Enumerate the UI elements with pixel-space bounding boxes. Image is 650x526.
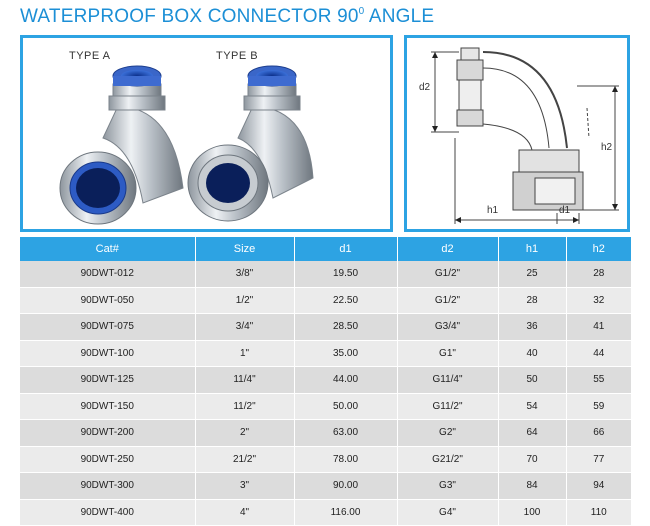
cell-d1: 63.00	[294, 419, 398, 447]
table-row: 90DWT-150 11/2" 50.00 G11/2" 54 59	[20, 393, 631, 420]
cell-cat: 90DWT-012	[20, 261, 196, 288]
cell-d1: 116.00	[294, 499, 398, 526]
cell-h2: 110	[566, 499, 631, 526]
cell-h1: 50	[498, 366, 567, 394]
header-h2: h2	[566, 237, 631, 261]
cell-d1: 28.50	[294, 313, 398, 341]
table-row: 90DWT-075 3/4" 28.50 G3/4" 36 41	[20, 313, 631, 341]
cell-h1: 28	[498, 287, 567, 314]
cell-cat: 90DWT-050	[20, 287, 196, 314]
header-size: Size	[195, 237, 295, 261]
cell-d1: 44.00	[294, 366, 398, 394]
cell-h2: 55	[566, 366, 631, 394]
cell-d2: G11/4"	[397, 366, 499, 394]
type-a-label: TYPE A	[69, 50, 111, 62]
cell-cat: 90DWT-250	[20, 446, 196, 473]
type-b-connector	[187, 65, 314, 222]
technical-drawing-panel: d2 h2 h1 d1	[404, 35, 630, 232]
cell-d2: G3"	[397, 472, 499, 500]
cell-h2: 59	[566, 393, 631, 420]
cell-size: 4"	[195, 499, 295, 526]
table-row: 90DWT-012 3/8" 19.50 G1/2" 25 28	[20, 261, 631, 288]
cell-h2: 66	[566, 419, 631, 447]
cell-size: 2"	[195, 419, 295, 447]
table-row: 90DWT-400 4" 116.00 G4" 100 110	[20, 499, 631, 526]
cell-h1: 100	[498, 499, 567, 526]
type-b-label: TYPE B	[216, 50, 259, 62]
connector-photos	[59, 65, 314, 225]
table-row: 90DWT-300 3" 90.00 G3" 84 94	[20, 472, 631, 500]
header-d1: d1	[294, 237, 398, 261]
cell-h2: 32	[566, 287, 631, 314]
title-suffix: ANGLE	[364, 6, 435, 27]
cell-h1: 84	[498, 472, 567, 500]
spec-table: Cat# Size d1 d2 h1 h2 90DWT-012 3/8" 19.…	[20, 237, 631, 526]
product-photo-panel: TYPE A TYPE B	[20, 35, 393, 232]
cell-cat: 90DWT-125	[20, 366, 196, 394]
cell-size: 3"	[195, 472, 295, 500]
cell-h2: 41	[566, 313, 631, 341]
cell-d2: G2"	[397, 419, 499, 447]
cell-d2: G11/2"	[397, 393, 499, 420]
cell-cat: 90DWT-200	[20, 419, 196, 447]
cell-d1: 19.50	[294, 261, 398, 288]
cell-h1: 54	[498, 393, 567, 420]
header-h1: h1	[498, 237, 567, 261]
cell-d1: 50.00	[294, 393, 398, 420]
cell-h2: 94	[566, 472, 631, 500]
title-degree-superscript: 0	[358, 6, 365, 17]
d2-label: d2	[419, 82, 431, 93]
table-row: 90DWT-100 1" 35.00 G1" 40 44	[20, 340, 631, 367]
cell-h1: 25	[498, 261, 567, 288]
cell-size: 1/2"	[195, 287, 295, 314]
cell-d1: 78.00	[294, 446, 398, 473]
cell-d1: 22.50	[294, 287, 398, 314]
header-d2: d2	[397, 237, 499, 261]
cell-d2: G1/2"	[397, 261, 499, 288]
table-row: 90DWT-125 11/4" 44.00 G11/4" 50 55	[20, 366, 631, 394]
cell-d2: G4"	[397, 499, 499, 526]
h2-label: h2	[601, 142, 613, 153]
table-row: 90DWT-250 21/2" 78.00 G21/2" 70 77	[20, 446, 631, 473]
d1-label: d1	[559, 205, 571, 216]
table-header-row: Cat# Size d1 d2 h1 h2	[20, 237, 631, 261]
cell-size: 11/4"	[195, 366, 295, 394]
cell-d1: 90.00	[294, 472, 398, 500]
type-a-connector	[59, 65, 184, 225]
cell-size: 1"	[195, 340, 295, 367]
cell-size: 21/2"	[195, 446, 295, 473]
h1-label: h1	[487, 205, 499, 216]
cell-h1: 36	[498, 313, 567, 341]
cell-d2: G1"	[397, 340, 499, 367]
cell-h2: 77	[566, 446, 631, 473]
cell-cat: 90DWT-150	[20, 393, 196, 420]
cell-cat: 90DWT-100	[20, 340, 196, 367]
cell-cat: 90DWT-400	[20, 499, 196, 526]
page-title: WATERPROOF BOX CONNECTOR 900 ANGLE	[20, 6, 434, 28]
cell-h2: 44	[566, 340, 631, 367]
table-row: 90DWT-200 2" 63.00 G2" 64 66	[20, 419, 631, 447]
connector-drawing	[431, 47, 619, 224]
title-text: WATERPROOF BOX CONNECTOR 90	[20, 6, 359, 27]
header-cat: Cat#	[20, 237, 196, 261]
cell-d2: G3/4"	[397, 313, 499, 341]
cell-size: 3/4"	[195, 313, 295, 341]
table-row: 90DWT-050 1/2" 22.50 G1/2" 28 32	[20, 287, 631, 314]
cell-cat: 90DWT-300	[20, 472, 196, 500]
cell-d1: 35.00	[294, 340, 398, 367]
cell-d2: G21/2"	[397, 446, 499, 473]
cell-size: 11/2"	[195, 393, 295, 420]
cell-h1: 40	[498, 340, 567, 367]
cell-h1: 70	[498, 446, 567, 473]
cell-size: 3/8"	[195, 261, 295, 288]
cell-h2: 28	[566, 261, 631, 288]
cell-d2: G1/2"	[397, 287, 499, 314]
cell-cat: 90DWT-075	[20, 313, 196, 341]
cell-h1: 64	[498, 419, 567, 447]
